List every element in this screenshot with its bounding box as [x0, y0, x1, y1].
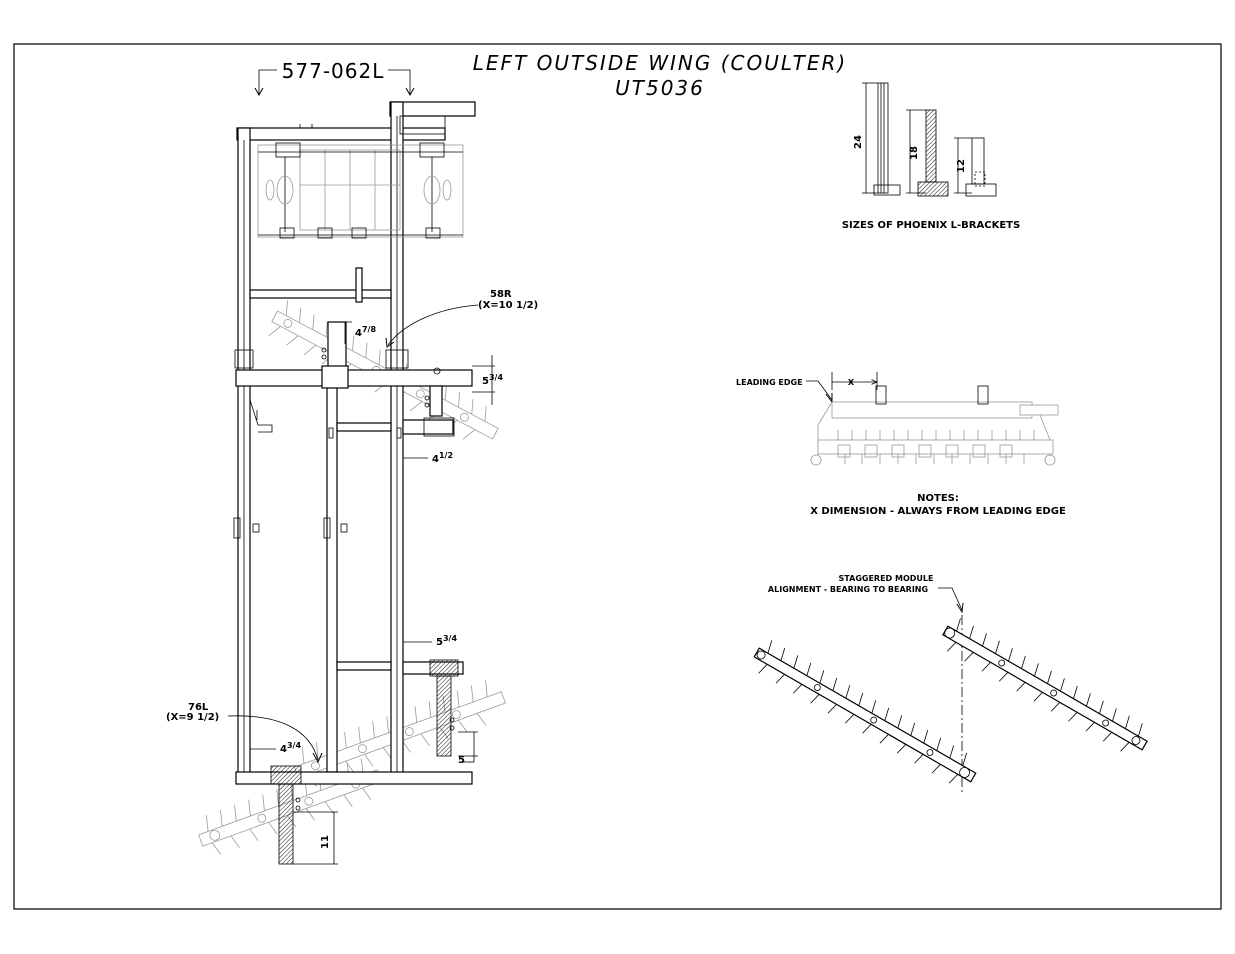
- part-number: 577-062L: [282, 59, 385, 83]
- callout-76l: 76L (X=9 1/2): [166, 702, 323, 764]
- stagger-label-line2: ALIGNMENT - BEARING TO BEARING: [768, 585, 928, 594]
- callout-58r: 58R (X=10 1/2): [385, 289, 538, 348]
- leading-edge-label: LEADING EDGE: [736, 378, 803, 387]
- bracket-size-12: 12: [956, 159, 967, 173]
- callout-58r-label: 58R: [490, 289, 512, 300]
- sheet-border: [13, 43, 1222, 910]
- dim-4-1-2: 41/2: [432, 451, 453, 465]
- bracket-caption: SIZES OF PHOENIX L-BRACKETS: [842, 220, 1020, 231]
- dim-5-3-4-upper: 53/4: [482, 373, 503, 387]
- stagger-label-line1: STAGGERED MODULE: [839, 574, 934, 583]
- dimension-annotations: 47/8 53/4 41/2 53/4 5 43/4 11: [249, 321, 503, 865]
- dim-5-3-4-lower: 53/4: [436, 634, 457, 648]
- drawing-title: LEFT OUTSIDE WING (COULTER): [473, 51, 847, 75]
- dim-4-3-4: 43/4: [280, 741, 301, 755]
- part-number-callout: 577-062L: [254, 59, 415, 97]
- drawing-model-number: UT5036: [615, 76, 705, 100]
- callout-76l-x: (X=9 1/2): [166, 712, 219, 723]
- phoenix-l-brackets-detail: 24 18 12 SIZES OF PHOENIX L-BRACKETS: [842, 82, 1020, 231]
- wing-frame-drawing: [198, 101, 506, 865]
- notes-text: X DIMENSION - ALWAYS FROM LEADING EDGE: [810, 506, 1066, 517]
- dim-5: 5: [458, 755, 465, 766]
- notes-heading: NOTES:: [917, 493, 959, 504]
- callout-58r-x: (X=10 1/2): [478, 300, 538, 311]
- dim-11: 11: [320, 835, 331, 849]
- x-dimension-label: X: [848, 378, 855, 387]
- module-leading-edge-detail: LEADING EDGE X NOTES: X DIMENSION - ALWA…: [736, 372, 1066, 517]
- top-equipment-module: [257, 115, 464, 239]
- callout-76l-label: 76L: [188, 702, 209, 713]
- dim-4-7-8: 47/8: [355, 325, 376, 339]
- staggered-module-detail: STAGGERED MODULE ALIGNMENT - BEARING TO …: [753, 574, 1148, 792]
- bracket-size-24: 24: [853, 135, 864, 149]
- bracket-size-18: 18: [909, 146, 920, 160]
